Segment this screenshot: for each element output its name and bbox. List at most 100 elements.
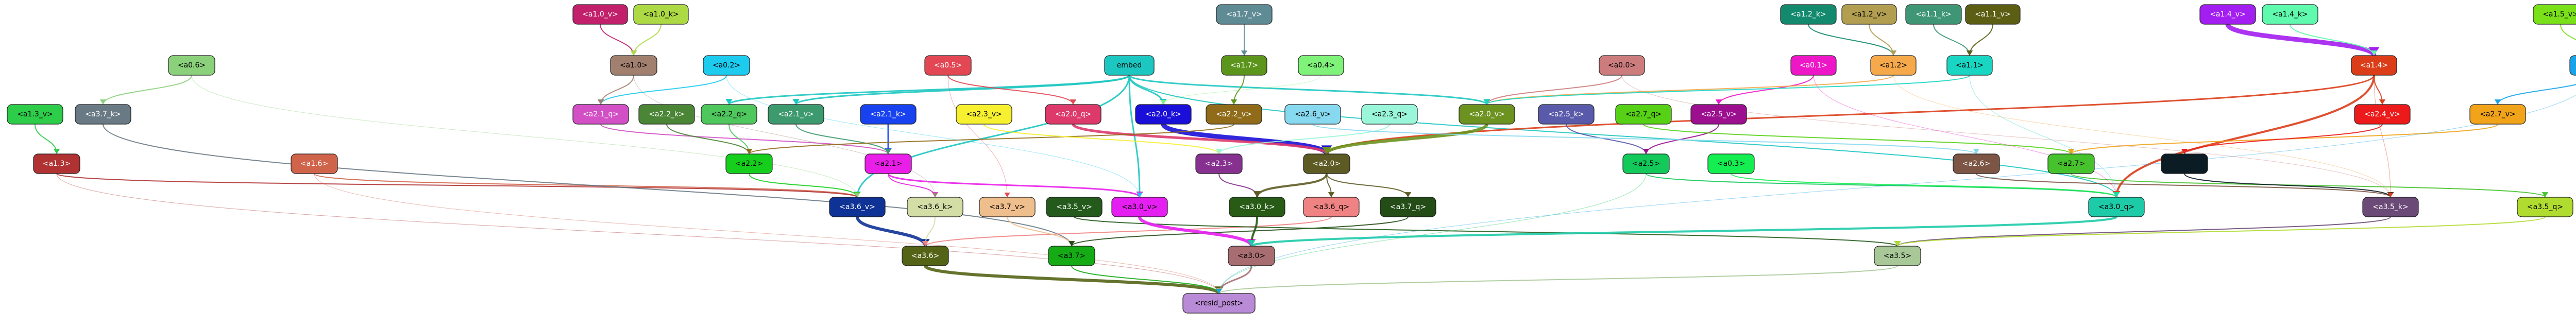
node-a3-6[interactable]: <a3.6> [902,246,949,266]
node-a2-0-v[interactable]: <a2.0_v> [1459,104,1515,125]
node-a1-5-v[interactable]: <a1.5_v> [2533,4,2576,25]
node-a3-6-v[interactable]: <a3.6_v> [829,197,886,217]
node-a2-3-q[interactable]: <a2.3_q> [1361,104,1418,125]
node-a2-1[interactable]: <a2.1> [865,153,912,174]
edge-a2-2-v-to-a2-2 [749,124,1234,154]
node-a2-0[interactable]: <a2.0> [1303,153,1350,174]
node-a3-7-k[interactable]: <a3.7_k> [75,104,131,125]
node-a3-5-q[interactable]: <a3.5_q> [2517,197,2573,217]
node-a2-1-k[interactable]: <a2.1_k> [860,104,917,125]
node-a1-7[interactable]: <a1.7> [1221,55,1267,76]
node-a2-2-k[interactable]: <a2.2_k> [638,104,695,125]
node-resid-post[interactable]: <resid_post> [1182,293,1256,314]
node-a3-7-v[interactable]: <a3.7_v> [979,197,1036,217]
arrowhead-a2-1-v-to-a2-1 [885,149,892,154]
node-box-a1-3 [33,153,80,174]
node-a1-4[interactable]: <a1.4> [2351,55,2397,76]
node-a2-4-v[interactable]: <a2.4_v> [2354,104,2411,125]
node-a1-1[interactable]: <a1.1> [1946,55,1993,76]
node-a3-0-v[interactable]: <a3.0_v> [1111,197,1168,217]
node-a1-2-k[interactable]: <a1.2_k> [1780,4,1837,25]
node-label-a2-0: <a2.0> [1313,160,1341,168]
node-a2-5-v[interactable]: <a2.5_v> [1690,104,1747,125]
node-a2-2-q[interactable]: <a2.2_q> [701,104,757,125]
edge-a1-1-to-a3-0-q [1969,75,2117,198]
node-a2-3-v[interactable]: <a2.3_v> [956,104,1012,125]
node-label-a3-6-k: <a3.6_k> [917,203,953,211]
edge-a2-1-v-to-a2-1 [795,124,889,154]
node-a2-5-k[interactable]: <a2.5_k> [1538,104,1595,125]
arrowhead-a2-0-to-a3-7-q [1404,192,1412,197]
node-a1-2-v[interactable]: <a1.2_v> [1841,4,1897,25]
node-a2-2[interactable]: <a2.2> [725,153,773,174]
edge-a3-0-v-to-a3-0 [1138,215,1253,248]
node-a3-7[interactable]: <a3.7> [1048,246,1095,266]
node-label-a1-3-v: <a1.3_v> [17,110,53,118]
arrowhead-a2-7-v-to-a2-7 [2067,149,2075,154]
node-a1-1-v[interactable]: <a1.1_v> [1965,4,2021,25]
node-a3-5-v[interactable]: <a3.5_v> [1046,197,1103,217]
edge-a2-5-to-resid-post [1218,173,1647,294]
node-label-a2-7-v: <a2.7_v> [2480,110,2516,118]
node-a2-6-v[interactable]: <a2.6_v> [1284,104,1341,125]
node-a1-0-k[interactable]: <a1.0_k> [633,4,689,25]
node-a0-4[interactable]: <a0.4> [1298,55,1344,76]
node-a3-0[interactable]: <a3.0> [1228,246,1275,266]
node-a1-3[interactable]: <a1.3> [33,153,80,174]
node-a0-2[interactable]: <a0.2> [703,55,750,76]
edge-a0-1-to-a2-5-v [1718,75,1814,105]
node-label-a2-1-v: <a2.1_v> [778,110,814,118]
edge-a1-5-to-a2-7-v [2497,84,2576,105]
node-label-a2-1-k: <a2.1_k> [870,110,906,118]
arrowhead-a2-5-v-to-a2-5 [1642,149,1650,154]
node-a3-0-q[interactable]: <a3.0_q> [2088,197,2145,217]
node-a1-4-k[interactable]: <a1.4_k> [2262,4,2318,25]
edge-a2-4-to-a3-5-k [2184,173,2391,198]
node-a2-6[interactable]: <a2.6> [1953,153,2000,174]
node-a0-0[interactable]: <a0.0> [1599,55,1645,76]
node-a3-0-k[interactable]: <a3.0_k> [1229,197,1285,217]
node-a2-5[interactable]: <a2.5> [1622,153,1670,174]
node-a1-6[interactable]: <a1.6> [291,153,338,174]
node-a2-0-q[interactable]: <a2.0_q> [1045,104,1101,125]
node-a3-6-k[interactable]: <a3.6_k> [907,197,963,217]
node-a0-5[interactable]: <a0.5> [924,55,972,76]
node-a2-3[interactable]: <a2.3> [1195,153,1243,174]
node-a3-6-q[interactable]: <a3.6_q> [1303,197,1360,217]
node-a1-0-v[interactable]: <a1.0_v> [572,4,628,25]
node-a0-6[interactable]: <a0.6> [168,55,215,76]
node-a1-7-v[interactable]: <a1.7_v> [1216,4,1273,25]
node-a2-7[interactable]: <a2.7> [2047,153,2095,174]
node-box-a3-5 [1874,246,1921,266]
node-a1-0[interactable]: <a1.0> [610,55,657,76]
node-label-a2-6-v: <a2.6_v> [1295,110,1331,118]
node-a3-7-q[interactable]: <a3.7_q> [1380,197,1436,217]
node-embed[interactable]: embed [1104,55,1155,76]
node-a0-3[interactable]: <a0.3> [1707,153,1755,174]
node-a3-5-k[interactable]: <a3.5_k> [2362,197,2419,217]
node-box-a2-7-v [2469,104,2526,125]
edge-a1-1-v-to-a1-1 [1969,24,1993,56]
node-box-a0-0 [1599,55,1645,76]
node-a1-3-v[interactable]: <a1.3_v> [7,104,63,125]
node-label-a1-5-v: <a1.5_v> [2543,10,2576,19]
node-a2-7-v[interactable]: <a2.7_v> [2469,104,2526,125]
node-a2-7-q[interactable]: <a2.7_q> [1615,104,1672,125]
node-a3-5[interactable]: <a3.5> [1874,246,1921,266]
node-a0-1[interactable]: <a0.1> [1790,55,1837,76]
node-box-a2-2-k [638,104,695,125]
node-label-a2-3-v: <a2.3_v> [966,110,1002,118]
node-label-resid-post: <resid_post> [1195,299,1244,307]
node-a2-4[interactable] [2161,153,2208,174]
node-a2-2-v[interactable]: <a2.2_v> [1206,104,1262,125]
node-a1-5[interactable]: <a1.5> [2569,55,2576,76]
node-a2-1-q[interactable]: <a2.1_q> [572,104,629,125]
node-a1-2[interactable]: <a1.2> [1870,55,1917,76]
node-a1-1-k[interactable]: <a1.1_k> [1905,4,1962,25]
node-a2-0-k[interactable]: <a2.0_k> [1135,104,1192,125]
node-a2-1-v[interactable]: <a2.1_v> [768,104,824,125]
node-label-a2-5: <a2.5> [1632,160,1660,168]
node-a1-4-v[interactable]: <a1.4_v> [2199,4,2256,25]
node-box-a1-2-k [1780,4,1837,25]
